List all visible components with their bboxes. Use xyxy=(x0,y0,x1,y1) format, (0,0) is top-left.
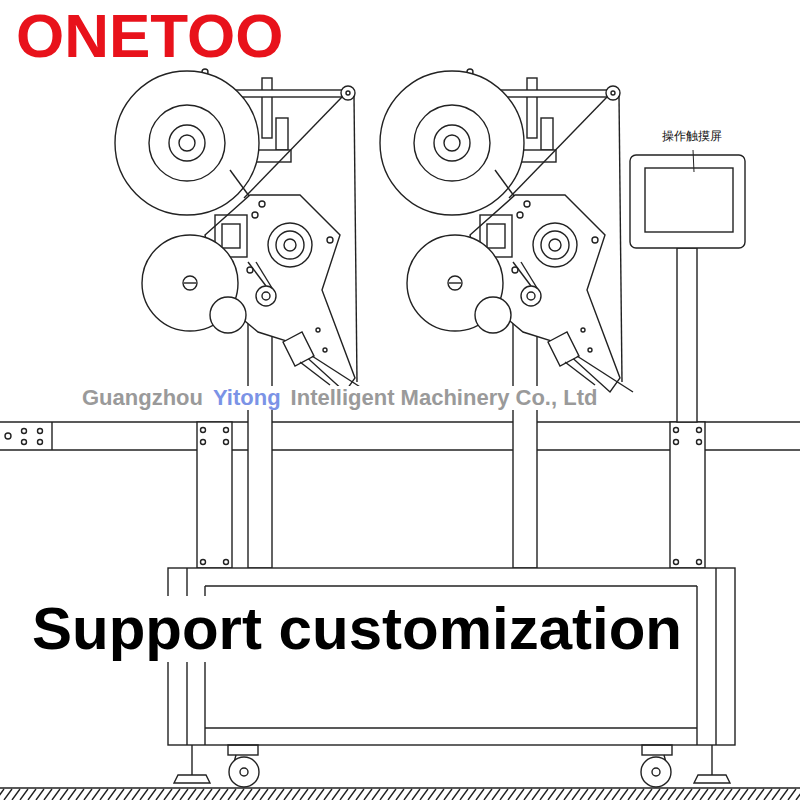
floor-line-part xyxy=(0,789,800,800)
touchscreen xyxy=(630,150,745,422)
touchscreen-part xyxy=(645,168,733,232)
conveyor-support-part xyxy=(201,440,206,445)
banner-text: Support customization xyxy=(30,596,684,662)
caster-wheel-part xyxy=(240,768,248,776)
touchscreen-part xyxy=(630,155,745,248)
conveyor-part xyxy=(38,440,43,445)
conveyor-support-part xyxy=(697,428,702,433)
conveyor-support-part xyxy=(224,560,229,565)
watermark: Guangzhou xyxy=(80,386,205,410)
watermark: Yitong xyxy=(211,386,283,410)
leveling-foot xyxy=(174,745,730,783)
caster-wheel xyxy=(228,745,672,787)
conveyor-support-part xyxy=(697,560,702,565)
touchscreen-part xyxy=(693,150,694,172)
floor-line xyxy=(0,788,800,800)
conveyor-part xyxy=(22,440,27,445)
base-frame-part xyxy=(696,586,697,745)
labeling-head-part xyxy=(380,69,633,568)
caster-wheel-part xyxy=(642,745,672,755)
conveyor-support-part xyxy=(224,428,229,433)
caster-wheel-part xyxy=(228,745,258,755)
labeling-head xyxy=(115,69,368,568)
conveyor-support xyxy=(197,422,705,568)
conveyor-support-part xyxy=(674,440,679,445)
caster-wheel-part xyxy=(641,757,671,787)
conveyor-part xyxy=(38,429,43,434)
conveyor-support-part xyxy=(224,440,229,445)
conveyor-support-part xyxy=(674,560,679,565)
conveyor-support-part xyxy=(197,422,232,568)
base-frame-part xyxy=(205,585,697,586)
leveling-foot-part xyxy=(174,775,210,783)
touchscreen-part xyxy=(677,248,697,422)
leveling-foot-part xyxy=(694,775,730,783)
labeling-head-part xyxy=(115,69,368,568)
conveyor-support-part xyxy=(697,440,702,445)
brand-logo: ONETOO xyxy=(16,2,284,70)
leveling-foot-part xyxy=(711,745,712,775)
leveling-foot-part xyxy=(191,745,192,775)
conveyor-part xyxy=(51,422,52,450)
caster-wheel-part xyxy=(652,768,660,776)
conveyor-support-part xyxy=(674,428,679,433)
conveyor-part xyxy=(22,429,27,434)
watermark: Intelligent Machinery Co., Ltd xyxy=(289,386,600,410)
base-frame-part xyxy=(715,568,716,745)
labeling-head xyxy=(380,69,633,568)
floor-line-part xyxy=(0,787,800,788)
conveyor-part xyxy=(5,433,11,439)
conveyor-support-part xyxy=(670,422,705,568)
conveyor-support-part xyxy=(201,428,206,433)
conveyor-support-part xyxy=(201,560,206,565)
caster-wheel-part xyxy=(229,757,259,787)
base-frame-part xyxy=(205,727,697,728)
part-label: 操作触摸屏 xyxy=(662,130,722,143)
